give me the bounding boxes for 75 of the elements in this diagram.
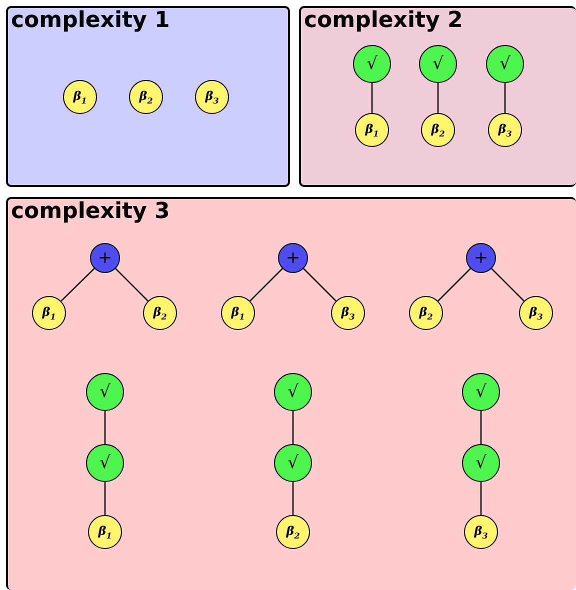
variable-label: β$_{3}$ <box>341 306 355 320</box>
operator-symbol: √ <box>500 54 510 74</box>
beta-node <box>221 296 255 330</box>
plus-node <box>278 243 308 273</box>
sqrt-node <box>462 373 500 411</box>
variable-label: β$_{3}$ <box>205 90 219 104</box>
variable-label: β$_{3}$ <box>498 122 512 138</box>
beta-node <box>355 113 389 147</box>
sqrt-node <box>274 373 312 411</box>
variable-label: β$_{2}$ <box>139 90 153 104</box>
beta-node <box>331 296 365 330</box>
connector-line <box>104 411 106 444</box>
sqrt-node <box>353 45 391 83</box>
panel-heading: complexity 2 <box>304 8 463 33</box>
beta-node <box>276 515 310 549</box>
sqrt-node <box>86 373 124 411</box>
sqrt-node <box>462 444 500 482</box>
sqrt-node <box>486 45 524 83</box>
variable-label: β$_{3}$ <box>474 524 488 540</box>
variable-label: β$_{1}$ <box>231 306 245 320</box>
plus-node <box>90 243 120 273</box>
connector-line <box>104 482 106 515</box>
panel <box>299 6 576 187</box>
connector-line <box>250 268 283 302</box>
panel <box>6 197 576 590</box>
connector-line <box>437 83 439 113</box>
connector-line <box>491 268 524 302</box>
operator-symbol: + <box>474 248 488 268</box>
beta-node <box>88 515 122 549</box>
operator-symbol: √ <box>366 54 378 74</box>
operator-symbol: √ <box>100 453 110 473</box>
operator-symbol: √ <box>100 382 110 402</box>
connector-line <box>371 83 373 113</box>
panel <box>6 6 290 187</box>
beta-node <box>488 113 522 147</box>
variable-label: β$_{3}$ <box>529 306 543 320</box>
connector-line <box>115 268 148 302</box>
variable-label: β$_{2}$ <box>286 524 300 540</box>
operator-symbol: √ <box>476 382 486 402</box>
beta-node <box>409 296 443 330</box>
panel-heading: complexity 1 <box>11 8 170 33</box>
variable-label: β$_{2}$ <box>419 306 433 320</box>
variable-label: β$_{2}$ <box>431 122 445 138</box>
variable-label: β$_{2}$ <box>153 306 167 320</box>
sqrt-node <box>274 444 312 482</box>
beta-node <box>421 113 455 147</box>
variable-label: β$_{1}$ <box>98 524 112 540</box>
beta-node <box>464 515 498 549</box>
connector-line <box>438 268 471 302</box>
beta-node <box>129 80 163 114</box>
beta-node <box>195 80 229 114</box>
connector-line <box>60 268 95 302</box>
plus-node <box>466 243 496 273</box>
operator-symbol: √ <box>288 382 298 402</box>
panel-heading: complexity 3 <box>11 199 170 224</box>
beta-node <box>32 296 66 330</box>
operator-symbol: √ <box>288 453 298 473</box>
beta-node <box>63 80 97 114</box>
connector-line <box>292 482 294 515</box>
sqrt-node <box>419 45 457 83</box>
operator-symbol: + <box>98 248 112 268</box>
operator-symbol: + <box>286 248 300 268</box>
connector-line <box>480 482 482 515</box>
variable-label: β$_{1}$ <box>73 90 87 104</box>
beta-node <box>143 296 177 330</box>
variable-label: β$_{1}$ <box>42 306 56 320</box>
operator-symbol: √ <box>476 453 486 473</box>
connector-line <box>292 411 294 444</box>
connector-line <box>480 411 482 444</box>
variable-label: β$_{1}$ <box>365 122 379 138</box>
beta-node <box>519 296 553 330</box>
operator-symbol: √ <box>432 54 444 74</box>
sqrt-node <box>86 444 124 482</box>
connector-line <box>504 83 506 113</box>
connector-line <box>303 268 336 302</box>
